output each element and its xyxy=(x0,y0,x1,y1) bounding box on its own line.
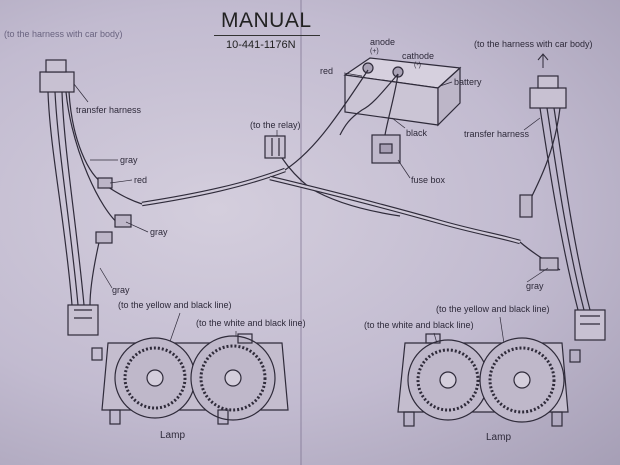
label-gray-3: gray xyxy=(112,285,130,295)
label-red-mid: red xyxy=(134,175,148,185)
left-lamp-icon xyxy=(91,333,289,425)
part-number: 10-441-1176N xyxy=(226,39,296,51)
label-cathode: cathode xyxy=(402,51,435,61)
leader-lines xyxy=(73,72,549,371)
label-lamp-left: Lamp xyxy=(160,430,186,441)
label-lamp-right: Lamp xyxy=(486,432,512,443)
label-red-top: red xyxy=(320,66,334,76)
label-white-black-right: (to the white and black line) xyxy=(364,320,474,330)
label-harness-left: (to the harness with car body) xyxy=(4,29,123,39)
label-white-black-left: (to the white and black line) xyxy=(196,318,306,328)
main-cable-right xyxy=(269,175,521,245)
label-harness-right: (to the harness with car body) xyxy=(474,39,593,49)
title-rule xyxy=(214,35,320,36)
left-harness xyxy=(39,59,143,336)
relay-connector-icon xyxy=(264,135,286,159)
fuse-box-icon xyxy=(371,134,401,164)
label-relay: (to the relay) xyxy=(250,120,301,130)
battery-icon xyxy=(343,57,462,127)
label-gray-1: gray xyxy=(120,155,138,165)
label-cathode-sign: (-) xyxy=(414,62,421,69)
label-black: black xyxy=(406,128,428,138)
right-harness xyxy=(519,53,606,341)
label-yellow-black-left: (to the yellow and black line) xyxy=(118,300,232,310)
page-title: MANUAL xyxy=(221,9,312,32)
label-anode: anode xyxy=(370,37,396,47)
label-gray-2: gray xyxy=(150,227,168,237)
label-transfer-right: transfer harness xyxy=(464,129,530,139)
label-gray-right: gray xyxy=(526,281,544,291)
label-transfer-left: transfer harness xyxy=(76,105,142,115)
right-lamp-icon xyxy=(397,333,581,427)
label-battery: battery xyxy=(454,77,482,87)
paper-fold xyxy=(300,0,302,465)
main-cable-left xyxy=(141,167,286,207)
label-fuse-box: fuse box xyxy=(411,175,446,185)
label-yellow-black-right: (to the yellow and black line) xyxy=(436,304,550,314)
label-anode-sign: (+) xyxy=(370,48,379,55)
